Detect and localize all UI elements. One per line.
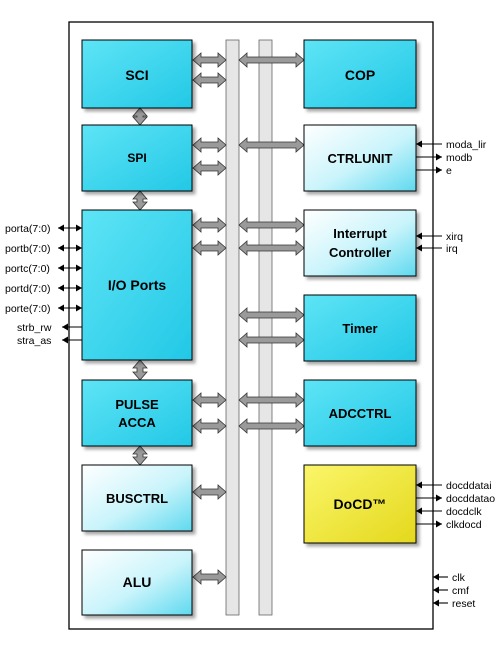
port-signals: porta(7:0) portb(7:0) portc(7:0) portd(7… [5, 223, 52, 347]
signal-e: e [446, 165, 452, 177]
port-line-4-head [76, 304, 82, 312]
signal-irq: irq [446, 243, 458, 255]
cop-block [303, 39, 417, 109]
signal-docddatai: docddatai [446, 480, 492, 492]
interrupt-label-line2: Controller [329, 245, 391, 260]
port-line-2-head [76, 264, 82, 272]
stra-as-line-head [62, 336, 68, 344]
signal-portd: portd(7:0) [5, 283, 51, 295]
alu-block [81, 549, 193, 616]
clock-signals: clk cmf reset [452, 572, 475, 610]
docd-signals: docddatai docddatao docdclk clkdocd [446, 480, 495, 531]
io-ports-label: I/O Ports [108, 277, 167, 293]
cop-label: COP [345, 67, 375, 83]
port-line-2-outhead [58, 264, 64, 272]
port-line-4-outhead [58, 304, 64, 312]
signal-portc: portc(7:0) [5, 263, 50, 275]
spi-label: SPI [127, 151, 146, 165]
signal-porta: porta(7:0) [5, 223, 51, 235]
timer-block [303, 294, 417, 362]
docd-block [303, 464, 417, 544]
ctrlunit-block [303, 124, 417, 192]
signal-cmf: cmf [452, 585, 469, 597]
interrupt-label-line1: Interrupt [333, 226, 387, 241]
pulse-label-line2: ACCA [118, 415, 156, 430]
interrupt-signals: xirq irq [446, 231, 463, 255]
signal-porte: porte(7:0) [5, 303, 51, 315]
port-line-3-outhead [58, 284, 64, 292]
signal-docdclk: docdclk [446, 506, 482, 518]
arrow-pulse-bus1 [192, 392, 227, 408]
e-line-head [436, 166, 442, 174]
signal-strb-rw: strb_rw [17, 322, 52, 334]
ctrlunit-signals: moda_lir modb e [446, 139, 487, 177]
docddatai-line-head [416, 481, 422, 489]
strb-rw-line-head [62, 323, 68, 331]
clkdocd-line-head [436, 520, 442, 528]
signal-modb: modb [446, 152, 472, 164]
sci-block [81, 39, 193, 109]
pulse-acca-block [81, 379, 193, 447]
clk-line-head [433, 573, 439, 581]
irq-line-head [416, 244, 422, 252]
arrow-io-bus2 [192, 240, 227, 256]
pulse-label-line1: PULSE [115, 397, 159, 412]
adcctrl-label: ADCCTRL [329, 406, 392, 421]
docdclk-line-head [416, 507, 422, 515]
signal-clkdocd: clkdocd [446, 519, 482, 531]
adcctrl-block [303, 379, 417, 447]
port-line-0-outhead [58, 224, 64, 232]
signal-stra-as: stra_as [17, 335, 51, 347]
signal-reset: reset [452, 598, 475, 610]
modb-line-head [436, 153, 442, 161]
external-signal-lines [58, 140, 448, 607]
port-line-1-head [76, 244, 82, 252]
docd-label: DoCD™ [334, 496, 387, 512]
docddatao-line-head [436, 494, 442, 502]
busctrl-label: BUSCTRL [106, 491, 168, 506]
signal-moda-lir: moda_lir [446, 139, 487, 151]
arrow-pulse-bus2 [192, 418, 227, 434]
arrow-sci-bus2 [192, 72, 227, 88]
reset-line-head [433, 599, 439, 607]
internal-bus-2 [258, 39, 273, 616]
connection-arrows [132, 52, 305, 585]
cmf-line-head [433, 586, 439, 594]
moda-lir-line-head [416, 140, 422, 148]
busctrl-block [81, 464, 193, 532]
io-ports-block [81, 209, 193, 361]
arrow-alu-bus [192, 569, 227, 585]
port-line-1-outhead [58, 244, 64, 252]
interrupt-controller-block [303, 209, 417, 277]
xirq-line-head [416, 232, 422, 240]
ctrlunit-label: CTRLUNIT [328, 151, 393, 166]
arrow-busctrl-bus [192, 484, 227, 500]
internal-bus-1 [225, 39, 240, 616]
arrow-io-bus1 [192, 217, 227, 233]
alu-label: ALU [123, 574, 152, 590]
arrow-sci-bus1 [192, 52, 227, 68]
signal-clk: clk [452, 572, 466, 584]
spi-block [81, 124, 193, 192]
port-line-3-head [76, 284, 82, 292]
arrow-spi-bus2 [192, 160, 227, 176]
signal-docddatao: docddatao [446, 493, 495, 505]
sci-label: SCI [125, 67, 148, 83]
signal-portb: portb(7:0) [5, 243, 51, 255]
timer-label: Timer [342, 321, 377, 336]
signal-xirq: xirq [446, 231, 463, 243]
arrow-spi-bus1 [192, 137, 227, 153]
port-line-0-head [76, 224, 82, 232]
